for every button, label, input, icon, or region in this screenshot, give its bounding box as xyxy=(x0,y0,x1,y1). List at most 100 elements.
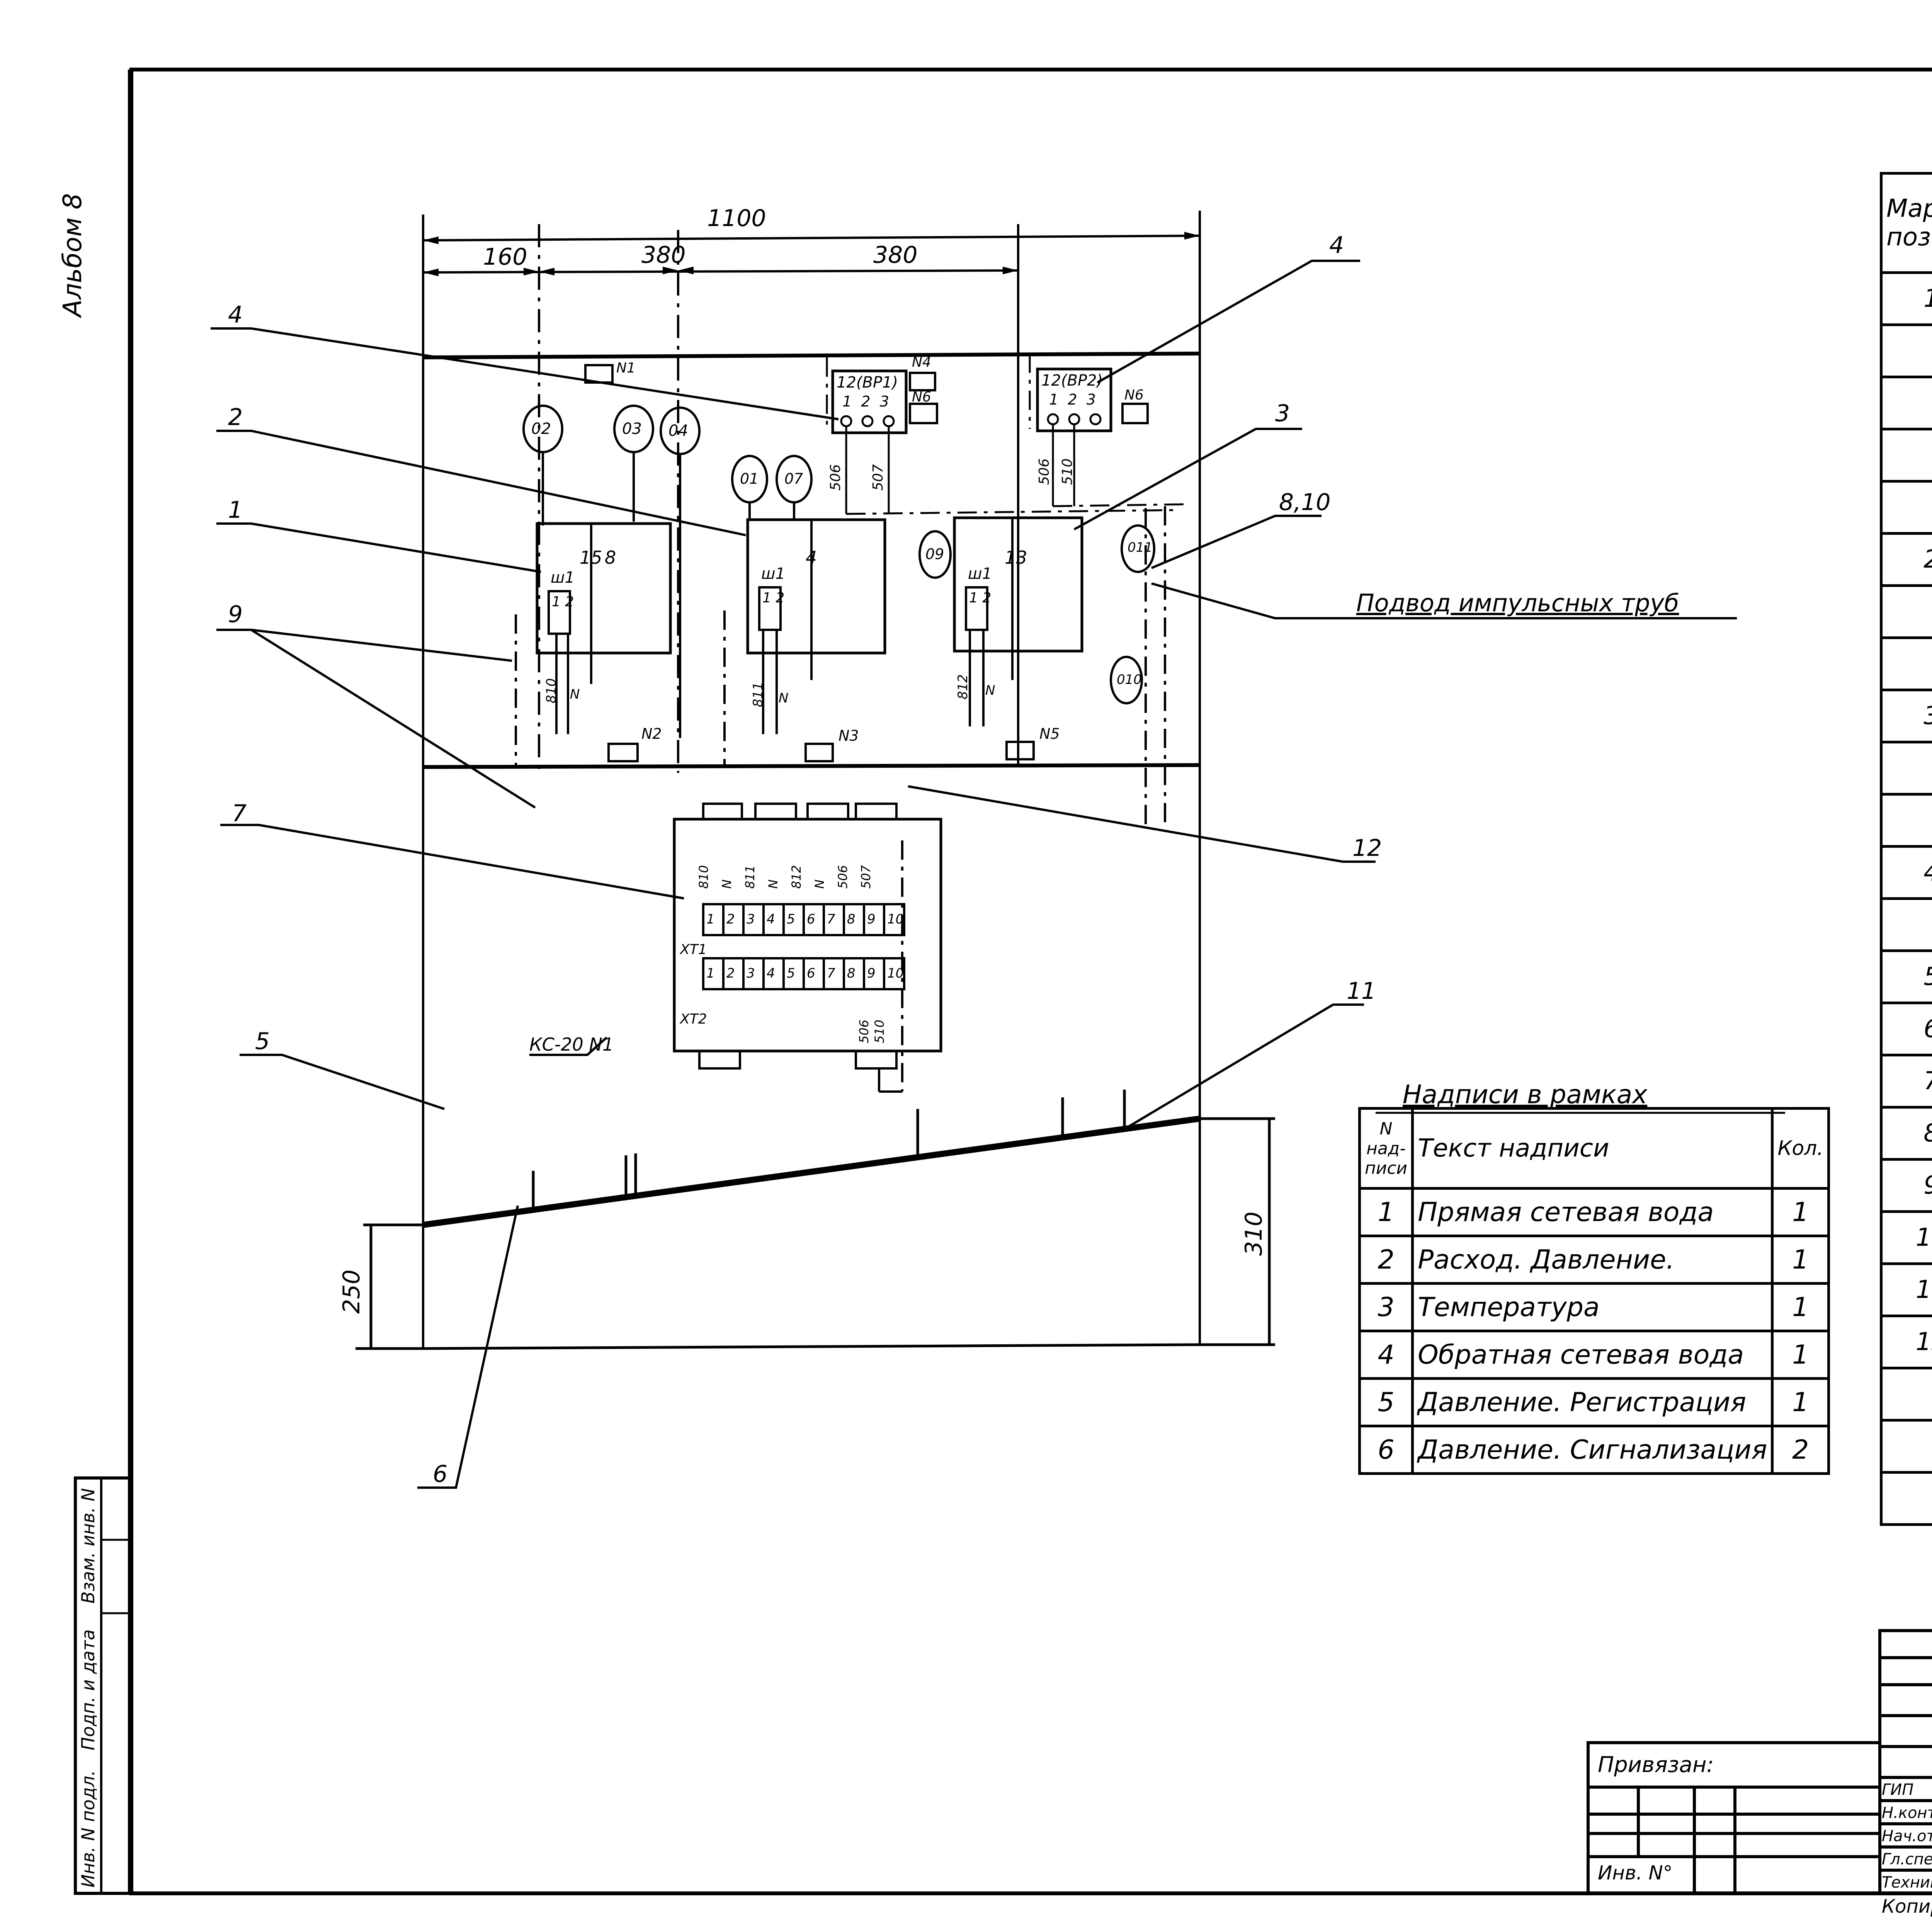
terminal-wire-label: 510 xyxy=(872,1019,887,1043)
connector-pins: 1 2 xyxy=(969,590,992,606)
dim-height-right: 310 xyxy=(1240,1211,1267,1256)
terminal-wire-label: 506 xyxy=(857,1019,871,1043)
frame-tag: N6 xyxy=(1124,387,1144,403)
terminal-number: 6 xyxy=(807,966,815,981)
leader-label: 12 xyxy=(1352,835,1382,862)
device-15-box xyxy=(536,522,672,655)
leader-label: 7 xyxy=(232,800,247,827)
frame-tag: N5 xyxy=(1039,725,1060,742)
terminal-number: 2 xyxy=(726,966,735,981)
leader-label: 4 xyxy=(228,301,243,328)
spec-row: домер ДСС-711Ин-2с398-86 xyxy=(1879,323,1932,378)
spec-cell-mark: 9 xyxy=(1879,1158,1932,1213)
spec-row: 10ТУ6-05-1342-76Труба ПВХ 9х16м xyxy=(1879,1210,1932,1265)
spec-row: 3ТУ25-02.101962-79Манометр МТС-71111ТМЧ- xyxy=(1879,689,1932,743)
terminal-number: 6 xyxy=(807,912,815,927)
spec-row xyxy=(1879,1367,1932,1422)
leader-label: 4 xyxy=(1329,232,1344,259)
col-header-text: Текст надписи xyxy=(1411,1107,1774,1190)
wire-label: 507 xyxy=(870,464,886,491)
wire-label: 510 xyxy=(1060,458,1075,485)
impulse-pipes-label: Подвод импульсных труб xyxy=(1356,589,1679,617)
spec-row: 0,25МПа(2,5 кгс/см²) xyxy=(1879,793,1932,848)
terminal-number: 3 xyxy=(747,912,755,927)
wire-label: 810 xyxy=(544,678,559,703)
leader-label: 1 xyxy=(228,497,243,524)
spec-cell-mark xyxy=(1879,323,1932,378)
terminal-wire-label: N xyxy=(766,879,781,889)
leader-label: 3 xyxy=(1275,400,1290,427)
terminal-number: 4 xyxy=(767,912,775,927)
gauge-label: 02 xyxy=(531,420,551,438)
gauge-label: 011 xyxy=(1128,540,1153,555)
inscription-text: Прямая сетевая вода xyxy=(1411,1187,1774,1237)
inscription-qty: 1 xyxy=(1771,1377,1830,1427)
leader-label: 5 xyxy=(255,1028,270,1055)
terminal-number: 1 xyxy=(706,966,715,981)
terminal-number: 8 xyxy=(847,912,855,927)
leader-label: 8,10 xyxy=(1279,489,1331,516)
leader-lines xyxy=(211,260,1737,1489)
inscription-text: Давление. Сигнализация xyxy=(1411,1425,1774,1475)
spec-row: 6ТКЧ-507-86Коллектор КС-11001ТМЧ-418-85 xyxy=(1879,1002,1932,1056)
inscription-number: 4 xyxy=(1358,1330,1414,1380)
strip-xt2-label: XT2 xyxy=(680,1011,707,1027)
gauge-label: 01 xyxy=(740,470,759,487)
spec-row: 8ГОСТ6223-79Провод ПВ1 1,012м xyxy=(1879,1106,1932,1161)
terminal-wire-label: 810 xyxy=(696,865,711,889)
relay-bp1-label: 12(BP1) xyxy=(837,374,898,391)
wire-label: 812 xyxy=(955,674,971,699)
inscription-text: Давление. Регистрация xyxy=(1411,1377,1774,1427)
spec-row: 4ТУ25.02.160217-83Датчик-реле давления2Т… xyxy=(1879,845,1932,900)
terminal-number: 2 xyxy=(726,912,735,927)
spec-row xyxy=(1879,1471,1932,1526)
leader-label: 9 xyxy=(228,601,243,628)
wire-label: 811 xyxy=(750,682,766,707)
spec-cell-mark: 4 xyxy=(1879,845,1932,900)
spec-cell-mark xyxy=(1879,428,1932,483)
terminal-number: 10 xyxy=(887,966,904,981)
side-stamp-replaced-inv: Взам. инв. N xyxy=(78,1488,99,1604)
spec-cell-mark xyxy=(1879,793,1932,848)
spec-row: от 0 до 150°С xyxy=(1879,636,1932,691)
signature-role: Нач.отд. xyxy=(1882,1827,1932,1845)
spec-cell-mark: 12 xyxy=(1879,1315,1932,1369)
frame-tag: N1 xyxy=(616,360,636,376)
wire-label: 506 xyxy=(828,464,844,491)
spec-cell-mark xyxy=(1879,376,1932,430)
spec-cell-mark: 2 xyxy=(1879,532,1932,587)
gauge-label: 04 xyxy=(668,422,688,440)
device-pos-label: 4 xyxy=(806,547,817,568)
wire-label: N xyxy=(570,687,580,702)
inscription-number: 2 xyxy=(1358,1235,1414,1285)
terminal-number: 1 xyxy=(706,912,715,927)
frame-tag: N2 xyxy=(641,725,662,742)
relay-bp2-label: 12(BP2) xyxy=(1041,372,1103,389)
spec-row: ний по расходу-100 м³/ч, xyxy=(1879,428,1932,483)
connector-pins: 1 2 xyxy=(762,590,785,606)
frame-tag: N4 xyxy=(912,354,931,370)
terminal-strip-xt2 xyxy=(702,957,905,990)
sheet-frame xyxy=(129,68,1932,1895)
specification-table: Марка, поз. Обозначение Наименование Кол… xyxy=(1879,172,1932,1526)
terminal-wire-label: 506 xyxy=(835,865,850,889)
inscription-number: 5 xyxy=(1358,1377,1414,1427)
dim-segment-2: 380 xyxy=(641,242,686,269)
terminal-wire-label: 812 xyxy=(789,865,804,889)
dim-segment-3: 380 xyxy=(873,242,918,269)
terminal-wire-label: 811 xyxy=(743,865,757,889)
relay-bp1-box xyxy=(831,369,908,434)
gauge-label: 07 xyxy=(784,470,803,487)
spec-row: Пределы измерения486-89 xyxy=(1879,584,1932,639)
relay-bp2-pins: 1 2 3 xyxy=(1049,391,1096,408)
terminal-number: 5 xyxy=(787,966,795,981)
spec-row: ДД-0,25307-83 xyxy=(1879,897,1932,952)
relay-bp1-pins: 1 2 3 xyxy=(842,393,889,410)
spec-row: 7ТУ36.2568-83Коробка КС-201ТМЧ-416-85 xyxy=(1879,1054,1932,1109)
spec-cell-mark: 11 xyxy=(1879,1262,1932,1317)
gauge-label: 03 xyxy=(622,420,642,438)
